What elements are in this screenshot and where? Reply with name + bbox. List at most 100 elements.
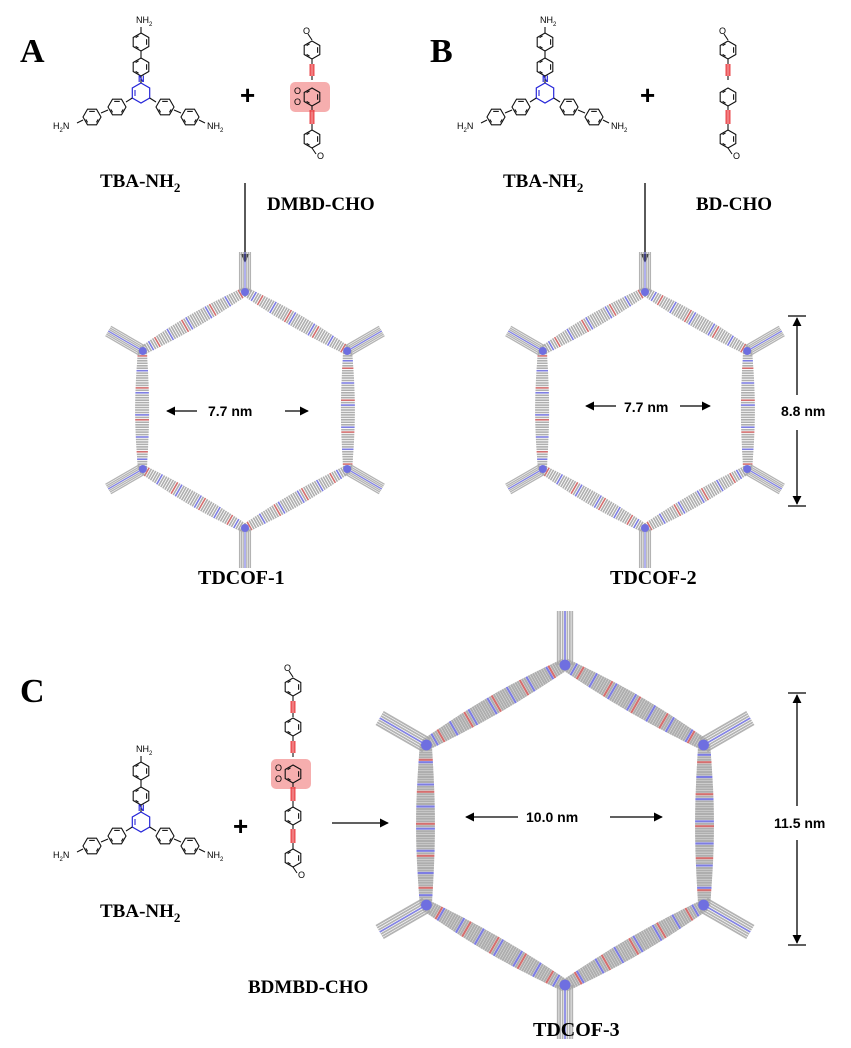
framework-rod <box>673 503 682 517</box>
framework-rod <box>683 309 693 323</box>
framework-rod <box>265 509 273 521</box>
pore-height-label-c: 11.5 nm <box>774 815 825 831</box>
framework-rod <box>643 929 655 947</box>
framework-rod <box>718 329 726 342</box>
framework-rod <box>542 968 553 983</box>
framework-rod <box>598 678 610 695</box>
framework-rod <box>492 693 505 712</box>
pore-width-label-b: 7.7 nm <box>624 399 668 415</box>
framework-node <box>743 347 752 355</box>
framework-rod <box>585 490 594 504</box>
framework-rod <box>505 946 517 964</box>
framework-spoke <box>506 465 542 487</box>
framework-rod <box>572 483 581 496</box>
product-label-c: TDCOF-3 <box>533 1019 620 1041</box>
framework-rod <box>675 723 686 739</box>
framework-rod <box>277 501 286 514</box>
framework-rod <box>501 688 513 707</box>
framework-rod <box>480 701 492 719</box>
framework-rod <box>637 521 644 531</box>
framework-rod <box>600 498 609 512</box>
framework-rod <box>514 681 526 699</box>
framework-spoke <box>345 470 382 492</box>
framework-rod <box>432 905 442 919</box>
framework-rod <box>566 479 575 492</box>
framework-spoke <box>703 904 751 933</box>
framework-rod <box>459 714 470 731</box>
monomer1-label-a: TBA-NH2 <box>100 171 180 195</box>
framework-rod <box>149 470 157 481</box>
framework-rod <box>262 298 271 310</box>
aldehyde-o-bottom: O <box>317 151 324 161</box>
framework-rod <box>634 698 646 716</box>
framework-rod <box>680 726 690 741</box>
triazine-n-c: N <box>138 803 145 813</box>
framework-rod <box>545 666 555 680</box>
framework-rod <box>523 956 534 973</box>
framework-rod <box>484 934 496 952</box>
framework-rod <box>613 506 621 519</box>
framework-rod <box>525 958 536 974</box>
framework-rod <box>303 320 312 334</box>
tba-nh2-structure-c: NH2 H2N NH2 N <box>53 744 224 863</box>
framework-rod <box>669 915 680 931</box>
framework-rod <box>340 467 347 477</box>
framework-rod <box>204 306 213 319</box>
framework-rod <box>269 301 277 314</box>
framework-rod <box>309 483 318 496</box>
framework-rod <box>623 940 636 958</box>
framework-rod <box>608 503 617 517</box>
framework-node <box>559 979 571 991</box>
framework-rod <box>569 974 579 988</box>
framework-rod <box>208 503 217 517</box>
framework-spoke <box>699 910 748 940</box>
framework-rod <box>648 290 655 300</box>
framework-rod <box>320 477 328 489</box>
framework-rod <box>313 327 322 340</box>
framework-rod <box>645 928 657 946</box>
framework-rod <box>450 719 461 735</box>
framework-rod <box>510 949 522 966</box>
framework-rod <box>696 490 705 504</box>
framework-spoke <box>744 325 780 347</box>
framework-rod <box>578 486 587 500</box>
framework-rod <box>567 975 576 989</box>
framework-rod <box>283 497 293 511</box>
framework-rod <box>197 309 207 323</box>
framework-rod <box>577 968 588 983</box>
framework-spoke <box>381 713 430 742</box>
framework-rod <box>158 333 166 345</box>
framework-spoke <box>108 470 145 492</box>
framework-rod <box>471 926 483 944</box>
framework-rod <box>180 487 190 501</box>
framework-rod <box>655 711 667 728</box>
framework-rod <box>318 329 326 342</box>
framework-rod <box>660 919 671 936</box>
framework-rod <box>667 300 675 313</box>
framework-rod <box>260 297 269 309</box>
framework-rod <box>488 936 500 954</box>
framework-rod <box>606 950 618 968</box>
framework-rod <box>628 694 640 713</box>
framework-rod <box>452 916 464 932</box>
tba-nh2-structure-b: NH2 H2N NH2 N <box>457 15 628 134</box>
framework-rod <box>520 955 532 972</box>
framework-rod <box>160 332 168 344</box>
framework-rod <box>579 668 590 683</box>
panel-a-letter: A <box>20 33 45 70</box>
framework-rod <box>700 319 710 333</box>
framework-spoke <box>509 471 545 493</box>
framework-rod <box>705 485 714 498</box>
framework-rod <box>311 325 320 339</box>
framework-spoke <box>509 327 545 349</box>
methoxy-o2: O <box>294 97 301 107</box>
framework-rod <box>617 299 625 311</box>
framework-rod <box>191 493 200 507</box>
framework-rod <box>587 491 596 505</box>
framework-rod <box>473 928 485 946</box>
framework-rod <box>288 311 297 325</box>
framework-rod <box>693 734 702 747</box>
framework-rod <box>665 299 673 311</box>
framework-rod <box>176 322 185 335</box>
framework-rod <box>621 941 633 959</box>
